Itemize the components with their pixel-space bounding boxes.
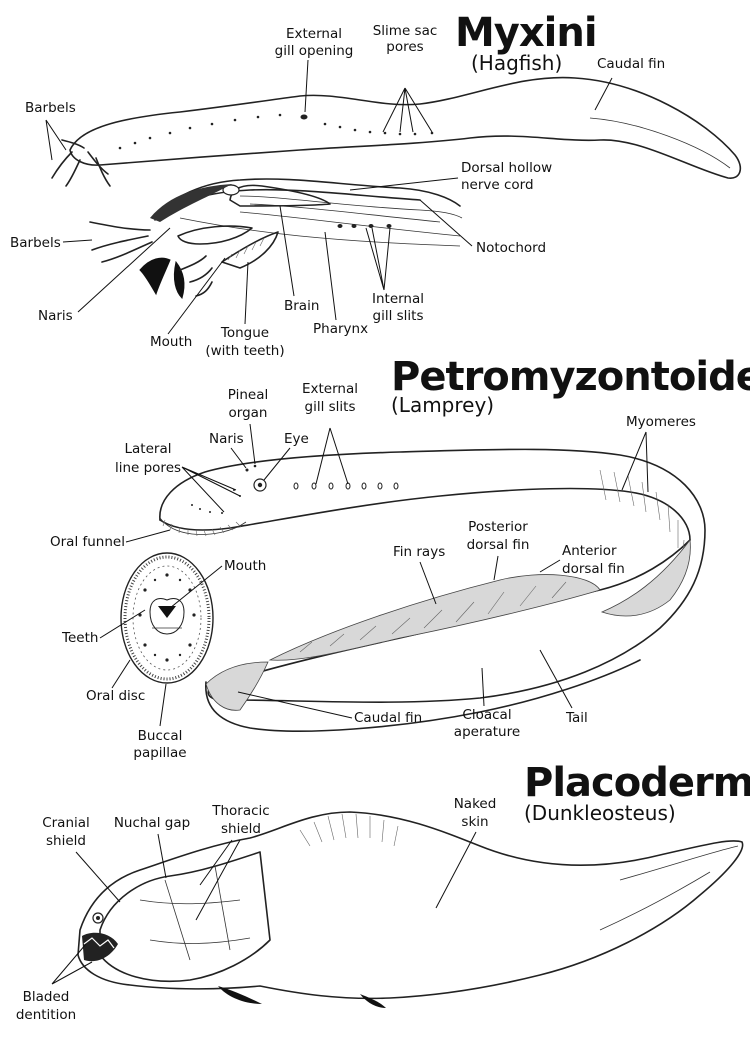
- lamprey-body-drawing: [159, 448, 706, 732]
- label-posterior-dorsal-fin-2: dorsal fin: [467, 537, 530, 553]
- label-pineal-organ-2: organ: [229, 405, 268, 421]
- label-mouth-hagfish: Mouth: [150, 334, 192, 350]
- label-caudal-fin-hagfish: Caudal fin: [597, 56, 665, 72]
- label-slime-sac-pores-1: Slime sac: [373, 23, 438, 39]
- label-lateral-line-pores-2: line pores: [115, 460, 181, 476]
- label-barbels-top: Barbels: [25, 100, 76, 116]
- label-cloacal-aperature-2: aperature: [454, 724, 520, 740]
- label-tongue-2: (with teeth): [205, 343, 284, 359]
- hagfish-section-drawing: [89, 178, 463, 299]
- placodermi-section: Placodermi (Dunkleosteus): [16, 760, 750, 1023]
- label-dorsal-hollow-nerve-cord-1: Dorsal hollow: [461, 160, 552, 176]
- label-external-gill-slits-1: External: [302, 381, 358, 397]
- hagfish-body-drawing: [51, 76, 742, 187]
- label-bladed-dentition-1: Bladed: [23, 989, 70, 1005]
- placodermi-title: Placodermi: [524, 760, 750, 806]
- label-fin-rays: Fin rays: [393, 544, 445, 560]
- label-naked-skin-2: skin: [461, 814, 488, 830]
- label-internal-gill-slits-2: gill slits: [373, 308, 424, 324]
- hagfish-subtitle: (Hagfish): [471, 51, 562, 75]
- label-external-gill-opening-2: gill opening: [275, 43, 354, 59]
- hagfish-title: Myxini: [455, 10, 597, 56]
- label-internal-gill-slits-1: Internal: [372, 291, 424, 307]
- label-cloacal-aperature-1: Cloacal: [462, 707, 511, 723]
- label-thoracic-shield-2: shield: [221, 821, 261, 837]
- label-nuchal-gap: Nuchal gap: [114, 815, 190, 831]
- label-notochord: Notochord: [476, 240, 546, 256]
- label-barbels-mid: Barbels: [10, 235, 61, 251]
- label-dorsal-hollow-nerve-cord-2: nerve cord: [461, 177, 534, 193]
- gill-slit-marks: [293, 482, 399, 490]
- label-oral-disc: Oral disc: [86, 688, 145, 704]
- label-slime-sac-pores-2: pores: [386, 39, 423, 55]
- label-bladed-dentition-2: dentition: [16, 1007, 76, 1023]
- label-buccal-papillae-1: Buccal: [138, 728, 183, 744]
- label-cranial-shield-2: shield: [46, 833, 86, 849]
- label-external-gill-opening-1: External: [286, 26, 342, 42]
- label-thoracic-shield-1: Thoracic: [211, 803, 269, 819]
- label-oral-funnel: Oral funnel: [50, 534, 125, 550]
- label-pharynx: Pharynx: [313, 321, 368, 337]
- label-caudal-fin-lamprey: Caudal fin: [354, 710, 422, 726]
- placodermi-subtitle: (Dunkleosteus): [524, 801, 676, 825]
- label-tongue-1: Tongue: [220, 325, 269, 341]
- label-mouth-lamprey: Mouth: [224, 558, 266, 574]
- label-posterior-dorsal-fin-1: Posterior: [468, 519, 528, 535]
- label-naked-skin-1: Naked: [454, 796, 497, 812]
- label-teeth: Teeth: [61, 630, 98, 646]
- label-external-gill-slits-2: gill slits: [305, 399, 356, 415]
- label-lateral-line-pores-1: Lateral: [125, 441, 172, 457]
- label-naris-lamprey: Naris: [209, 431, 244, 447]
- label-eye: Eye: [284, 431, 309, 447]
- label-myomeres: Myomeres: [626, 414, 696, 430]
- dunkleosteus-drawing: [77, 811, 744, 1008]
- label-brain: Brain: [284, 298, 319, 314]
- label-pineal-organ-1: Pineal: [228, 387, 268, 403]
- lamprey-section: Petromyzontoidea (Lamprey): [50, 354, 750, 761]
- label-tail: Tail: [565, 710, 588, 726]
- slime-sac-pore-dots: [118, 113, 434, 150]
- lamprey-subtitle: (Lamprey): [391, 393, 494, 417]
- label-buccal-papillae-2: papillae: [133, 745, 186, 761]
- label-cranial-shield-1: Cranial: [42, 815, 90, 831]
- label-anterior-dorsal-fin-1: Anterior: [562, 543, 617, 559]
- label-anterior-dorsal-fin-2: dorsal fin: [562, 561, 625, 577]
- lamprey-title: Petromyzontoidea: [391, 354, 750, 400]
- label-naris-hagfish: Naris: [38, 308, 73, 324]
- hagfish-section: Myxini (Hagfish): [10, 10, 742, 359]
- oral-disc-drawing: [120, 552, 214, 684]
